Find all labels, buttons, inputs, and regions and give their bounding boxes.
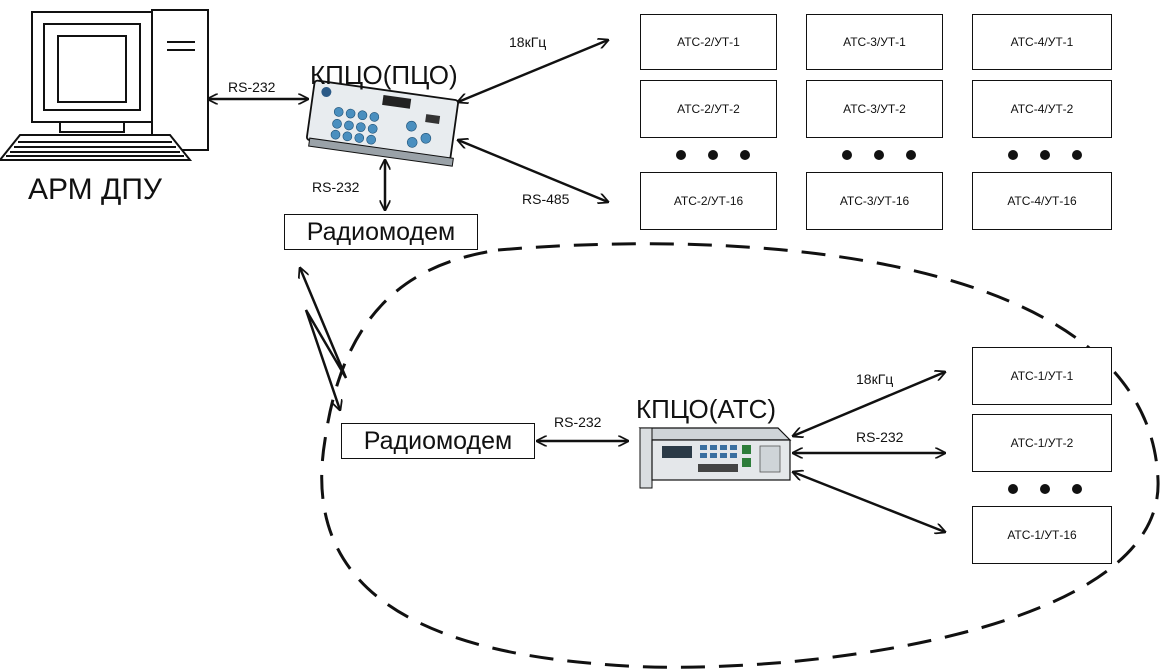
ellipsis-dots (676, 150, 750, 160)
link-panel-freq (458, 40, 608, 102)
panel-modem-link-label: RS-232 (312, 179, 360, 195)
terminal-box: АТС-1/УТ-16 (972, 506, 1112, 564)
station-rs232-link-label: RS-232 (856, 429, 904, 445)
terminal-box: АТС-4/УТ-2 (972, 80, 1112, 138)
ellipsis-dots (842, 150, 916, 160)
link-station-lower (793, 472, 945, 532)
radio-modem-bottom: Радиомодем (341, 423, 535, 459)
terminal-box: АТС-2/УТ-2 (640, 80, 777, 138)
panel-freq-link-label: 18кГц (509, 34, 547, 50)
station-freq-link-label: 18кГц (856, 371, 894, 387)
terminal-box: АТС-1/УТ-2 (972, 414, 1112, 472)
terminal-box: АТС-2/УТ-1 (640, 14, 777, 70)
radio-modem-top: Радиомодем (284, 214, 478, 250)
workstation-icon (0, 9, 209, 161)
ellipsis-dots (1008, 484, 1082, 494)
ellipsis-dots (1008, 150, 1082, 160)
link-station-freq (793, 372, 945, 436)
workstation-label: АРМ ДПУ (28, 173, 162, 206)
radio-link-zigzag (300, 268, 348, 410)
panel-rs485-link-label: RS-485 (522, 191, 570, 207)
terminal-box: АТС-3/УТ-1 (806, 14, 943, 70)
terminal-box: АТС-4/УТ-1 (972, 14, 1112, 70)
terminal-box: АТС-3/УТ-2 (806, 80, 943, 138)
link-panel-rs485 (458, 140, 608, 202)
terminal-box: АТС-1/УТ-1 (972, 347, 1112, 405)
panel-label: КПЦО(ПЦО) (310, 60, 458, 90)
modem-station-link-label: RS-232 (554, 414, 602, 430)
station-device-icon (638, 427, 792, 489)
panel-device-icon (306, 79, 459, 167)
terminal-box: АТС-3/УТ-16 (806, 172, 943, 230)
terminal-box: АТС-2/УТ-16 (640, 172, 777, 230)
station-device-label: КПЦО(АТС) (636, 394, 777, 424)
terminal-box: АТС-4/УТ-16 (972, 172, 1112, 230)
pc-panel-link-label: RS-232 (228, 79, 276, 95)
